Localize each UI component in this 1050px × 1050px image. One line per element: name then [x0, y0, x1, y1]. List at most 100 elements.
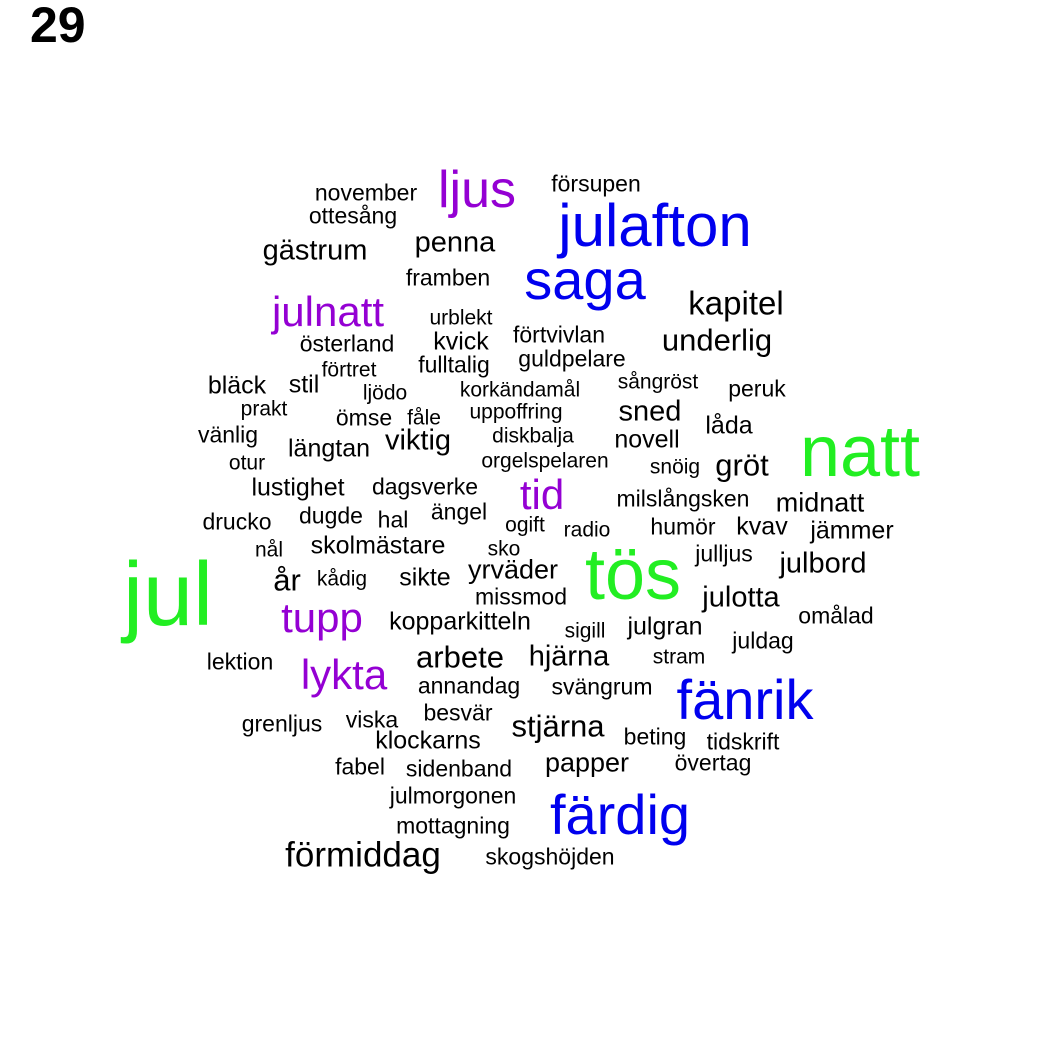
cloud-word: fänrik: [676, 668, 814, 731]
cloud-word: drucko: [202, 508, 272, 535]
cloud-word: tidskrift: [706, 728, 780, 755]
cloud-word: guldpelare: [518, 345, 626, 372]
cloud-word: julmorgonen: [389, 782, 517, 809]
cloud-word: fulltalig: [418, 351, 490, 378]
cloud-word: österland: [299, 330, 395, 357]
cloud-word: arbete: [416, 639, 504, 675]
cloud-word: dugde: [299, 502, 363, 529]
cloud-word: ömse: [335, 404, 393, 431]
cloud-word: natt: [799, 412, 921, 492]
cloud-word: ljödo: [362, 381, 408, 405]
cloud-word: hal: [377, 506, 409, 533]
cloud-word: ljus: [437, 161, 517, 219]
cloud-word: julafton: [558, 192, 752, 259]
cloud-word: omålad: [798, 602, 874, 629]
cloud-word: övertag: [674, 749, 752, 776]
cloud-word: beting: [623, 723, 687, 750]
cloud-word: november: [314, 179, 418, 206]
cloud-word: framben: [405, 264, 491, 291]
cloud-word: stjärna: [511, 708, 605, 744]
cloud-word: dagsverke: [371, 473, 479, 500]
cloud-word: humör: [650, 513, 716, 540]
cloud-word: jämmer: [810, 516, 894, 545]
cloud-word: lektion: [206, 648, 274, 675]
cloud-word: tupp: [281, 594, 363, 641]
cloud-word: gröt: [715, 447, 769, 483]
cloud-word: skogshöjden: [485, 843, 615, 870]
cloud-word: annandag: [417, 672, 521, 699]
cloud-word: snöig: [649, 455, 701, 479]
cloud-word: novell: [614, 425, 680, 454]
cloud-word: sidenband: [405, 755, 513, 782]
cloud-word: midnatt: [775, 487, 865, 518]
cloud-word: otur: [228, 451, 266, 475]
cloud-word: juldag: [732, 627, 794, 654]
cloud-word: kapitel: [688, 284, 784, 322]
cloud-word: lykta: [300, 651, 388, 698]
cloud-word: milslångsken: [616, 485, 750, 512]
cloud-word: uppoffring: [469, 400, 563, 424]
cloud-word: prakt: [240, 397, 288, 421]
cloud-word: orgelspelaren: [481, 449, 609, 473]
cloud-word: sned: [618, 395, 682, 428]
cloud-word: saga: [524, 248, 646, 311]
cloud-word: gästrum: [262, 234, 368, 267]
cloud-word: sångröst: [617, 370, 699, 394]
cloud-word: vänlig: [197, 421, 259, 448]
cloud-word: låda: [705, 411, 753, 440]
cloud-word: julnatt: [271, 288, 385, 335]
cloud-word: färdig: [549, 783, 691, 846]
cloud-word: sko: [487, 537, 521, 561]
cloud-word: peruk: [728, 375, 786, 402]
cloud-word: besvär: [423, 699, 493, 726]
cloud-word: julgran: [627, 612, 703, 641]
cloud-word: ängel: [430, 498, 488, 525]
cloud-word: julljus: [695, 540, 753, 567]
cloud-word: tös: [584, 535, 682, 615]
cloud-word: skolmästare: [310, 531, 446, 560]
cloud-word: grenljus: [241, 710, 323, 737]
cloud-word: yrväder: [467, 554, 559, 585]
page-number: 29: [30, 0, 86, 53]
cloud-word: klockarns: [375, 726, 481, 755]
cloud-word: kvav: [736, 512, 788, 541]
cloud-word: fåle: [407, 406, 441, 430]
cloud-word: urblekt: [429, 306, 493, 330]
cloud-word: korkändamål: [459, 378, 581, 402]
cloud-word: ogift: [505, 513, 545, 537]
cloud-word: penna: [414, 226, 496, 259]
cloud-word: mottagning: [396, 812, 510, 839]
cloud-word: bläck: [207, 371, 267, 400]
cloud-word: kopparkitteln: [389, 607, 531, 636]
cloud-word: lustighet: [251, 473, 345, 502]
cloud-word: sikte: [399, 563, 451, 592]
cloud-word: papper: [544, 747, 630, 778]
cloud-word: nål: [254, 538, 284, 562]
cloud-word: julbord: [779, 547, 867, 580]
cloud-word: stil: [288, 370, 320, 399]
cloud-word: längtan: [287, 434, 371, 463]
cloud-word: förtret: [321, 358, 377, 382]
cloud-word: viktig: [384, 424, 452, 457]
cloud-word: förmiddag: [285, 835, 441, 875]
cloud-word: diskbalja: [492, 424, 574, 448]
cloud-word: ottesång: [308, 202, 398, 229]
cloud-word: stram: [652, 645, 706, 669]
cloud-word: fabel: [335, 753, 385, 780]
cloud-word: julotta: [702, 581, 780, 614]
cloud-word: svängrum: [551, 673, 653, 700]
cloud-word: hjärna: [528, 640, 610, 673]
cloud-word: förtvivlan: [512, 321, 606, 348]
cloud-word: radio: [563, 518, 611, 542]
cloud-word: sigill: [564, 619, 606, 643]
cloud-word: viska: [345, 706, 399, 733]
cloud-word: kådig: [316, 567, 368, 591]
cloud-word: jul: [122, 545, 214, 645]
cloud-word: missmod: [474, 583, 568, 610]
cloud-word: underlig: [661, 322, 773, 358]
cloud-word: försupen: [551, 170, 641, 197]
cloud-word: kvick: [433, 327, 489, 356]
cloud-word: år: [273, 562, 301, 598]
cloud-word: tid: [519, 471, 565, 518]
